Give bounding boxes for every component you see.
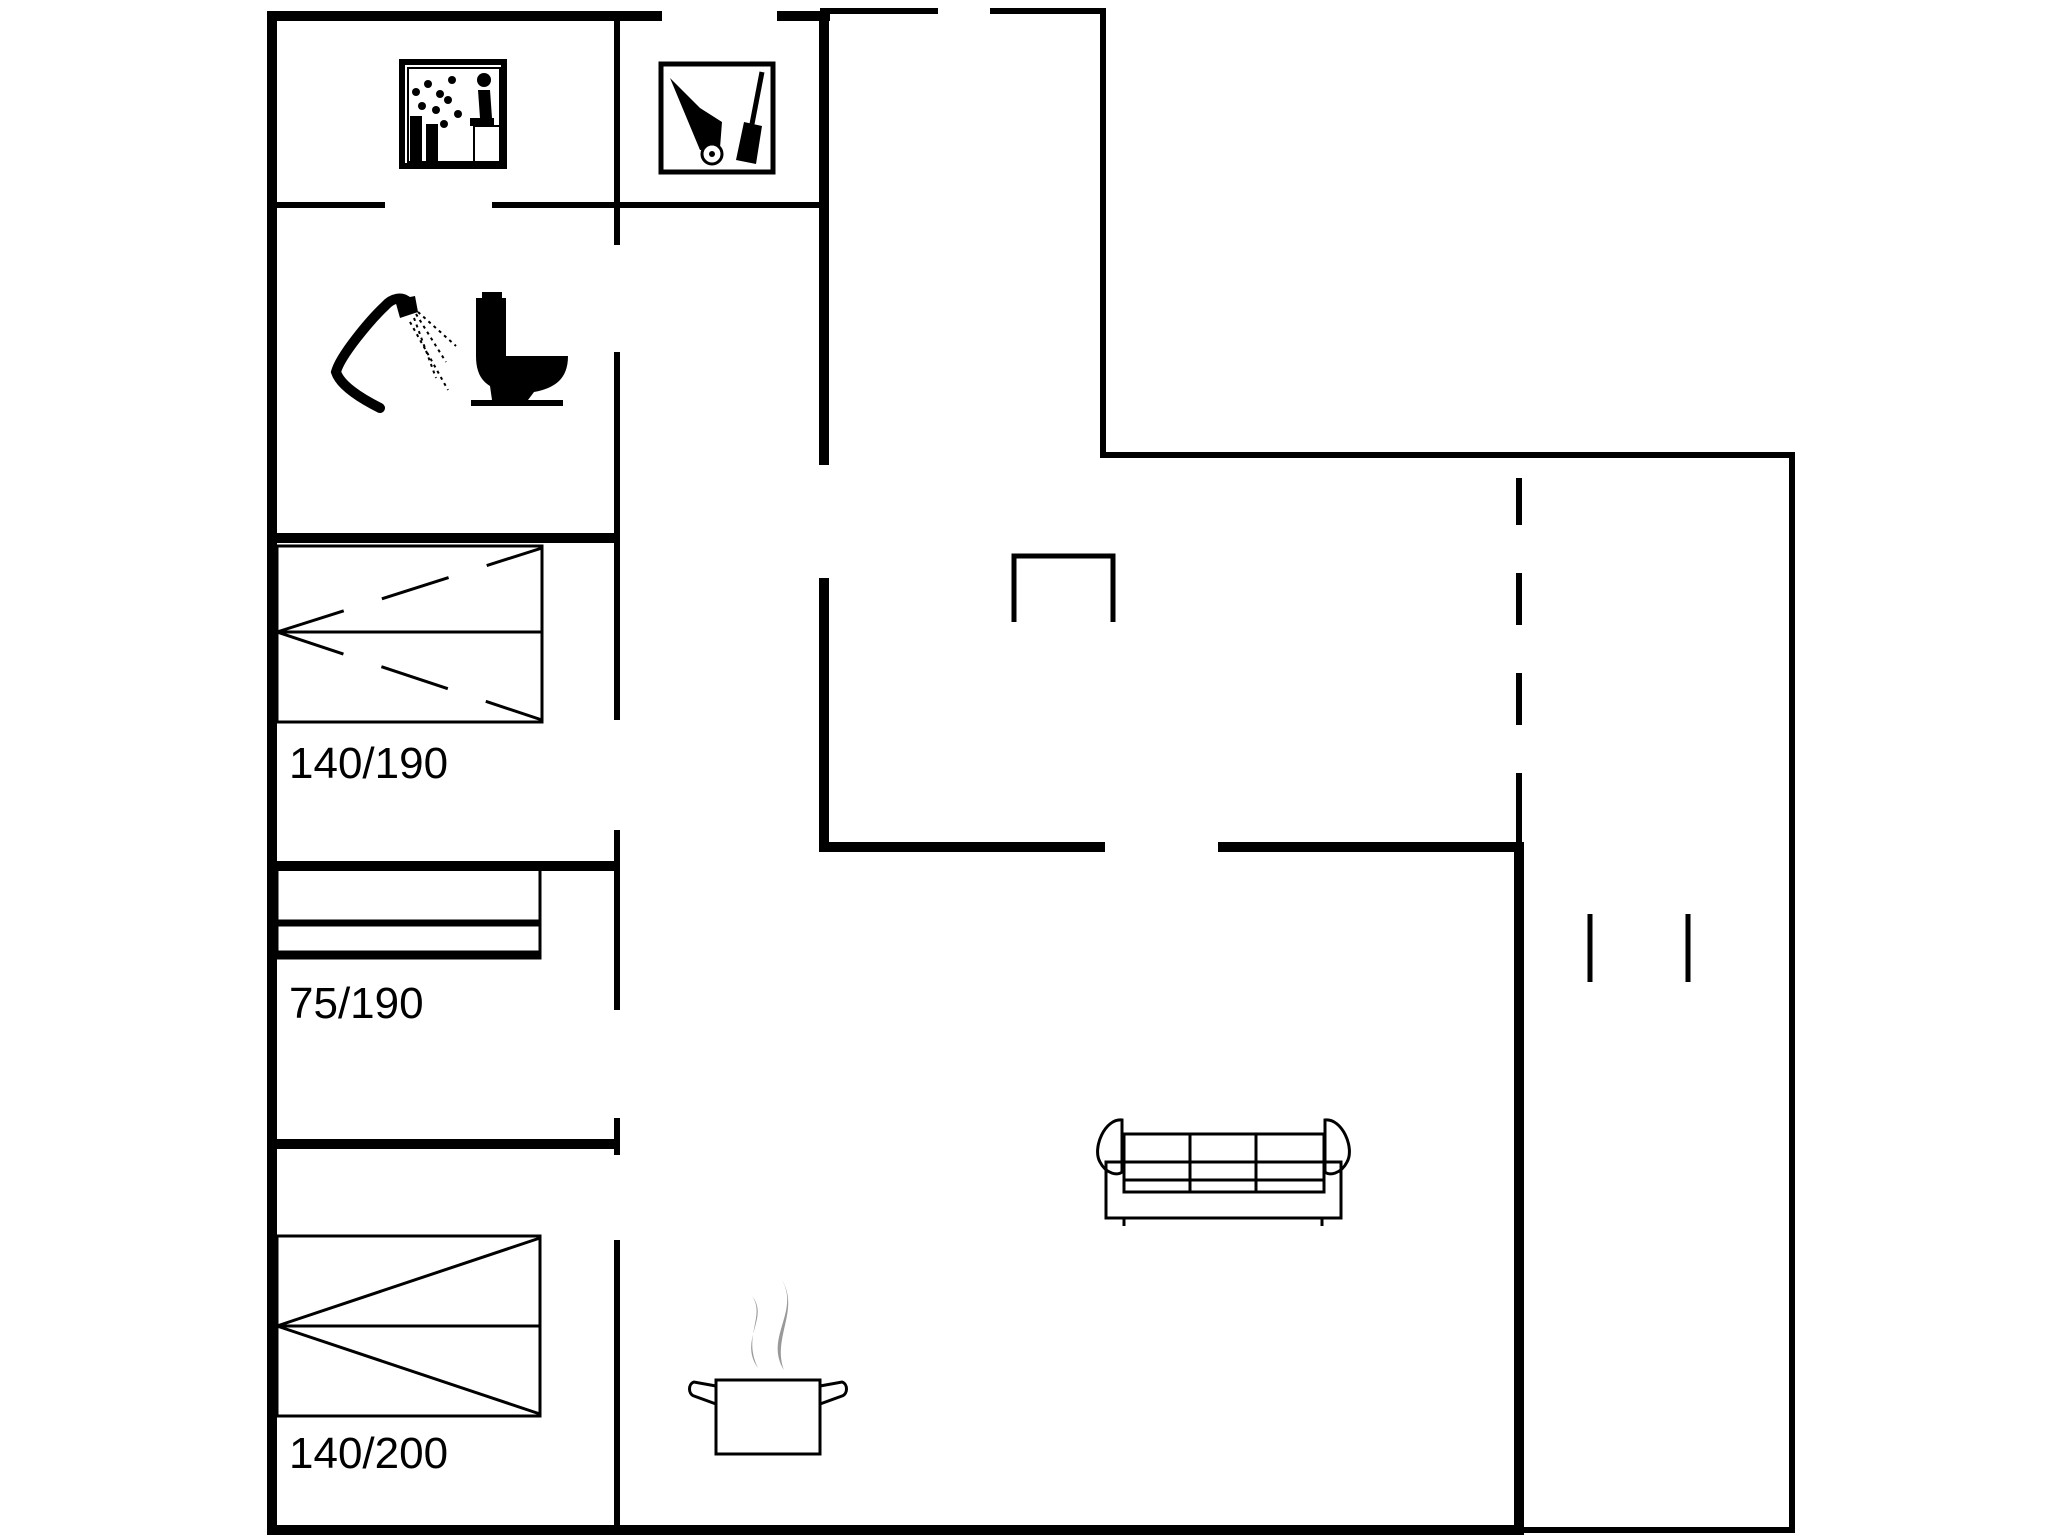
- bed3-size-label: 140/200: [289, 1429, 448, 1478]
- shower-icon: [330, 293, 457, 413]
- stairs-icon: [1011, 553, 1116, 622]
- sofa-icon: [1096, 1118, 1351, 1226]
- sauna-icon: [399, 59, 507, 169]
- toilet-icon: [471, 292, 568, 406]
- window-mark-icon: [1587, 914, 1691, 982]
- bed-icon: [275, 1234, 542, 1418]
- cooking-pot-icon: [688, 1280, 848, 1456]
- bed1-size-label: 140/190: [289, 739, 448, 788]
- utility-room-icon: [658, 61, 776, 175]
- bed2-size-label: 75/190: [289, 979, 424, 1028]
- walls: [267, 8, 1795, 1535]
- bed-icon: [275, 544, 544, 724]
- bed-icon: [275, 866, 542, 960]
